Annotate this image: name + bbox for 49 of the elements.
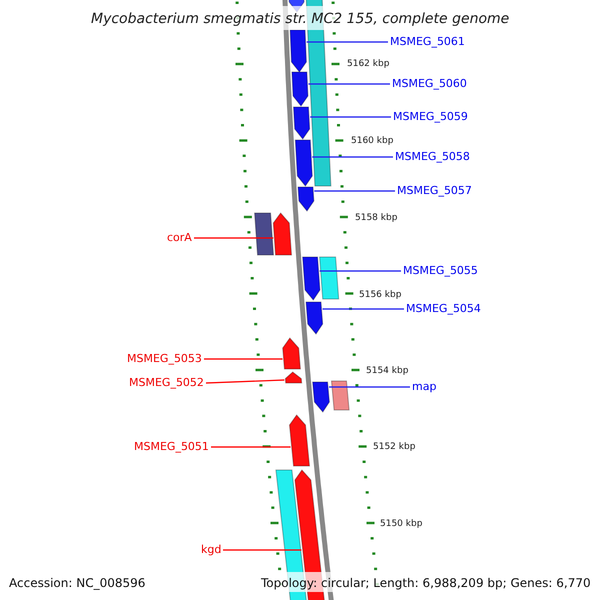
scale-label: 5156 kbp (359, 289, 402, 301)
gene-label: MSMEG_5052 (129, 377, 204, 389)
leader-line (306, 41, 388, 43)
coding-region-bar (254, 212, 274, 256)
leader-line (211, 446, 291, 448)
gene-label: MSMEG_5060 (392, 78, 467, 90)
gene-label: MSMEG_5057 (397, 185, 472, 197)
gene-label: corA (167, 232, 192, 244)
gene-label: MSMEG_5058 (395, 151, 470, 163)
scale-label: 5152 kbp (373, 441, 416, 453)
gene-feature (294, 140, 313, 187)
gene-feature (292, 106, 310, 140)
leader-line (322, 308, 404, 310)
scale-label: 5158 kbp (355, 212, 398, 224)
gene-label: MSMEG_5051 (134, 441, 209, 453)
gene-label: MSMEG_5059 (393, 111, 468, 123)
leader-line (308, 83, 390, 85)
leader-line (312, 156, 393, 158)
scale-label: 5162 kbp (347, 58, 390, 70)
gene-feature (291, 72, 308, 107)
gene-label: MSMEG_5061 (390, 36, 465, 48)
scale-label: 5150 kbp (380, 518, 422, 530)
accession-text: Accession: NC_008596 (9, 576, 146, 590)
leader-line (223, 549, 302, 551)
gene-label: MSMEG_5055 (403, 265, 478, 277)
gene-feature (302, 256, 321, 301)
gene-label: kgd (201, 544, 222, 556)
leader-line (204, 358, 283, 360)
scale-label: 5160 kbp (351, 135, 394, 147)
leader-line (314, 190, 395, 192)
coding-region-bar (330, 380, 350, 410)
gene-label: map (412, 381, 436, 393)
leader-line (320, 270, 401, 272)
genome-info-text: Topology: circular; Length: 6,988,209 bp; Genes: 6,770 (261, 576, 591, 590)
gene-feature (312, 382, 330, 413)
title: Mycobacterium smegmatis str. MC2 155, complete genome (91, 11, 510, 27)
scale-label: 5154 kbp (366, 365, 408, 377)
gene-label: MSMEG_5053 (127, 353, 202, 365)
gene-feature (288, 414, 310, 466)
gene-feature (272, 212, 292, 256)
gene-label: MSMEG_5054 (406, 303, 481, 315)
gene-feature (305, 302, 324, 335)
leader-line (329, 386, 410, 388)
coding-region-bar (319, 256, 340, 300)
gene-feature (297, 186, 314, 212)
leader-line (194, 237, 274, 239)
gene-feature (290, 30, 307, 73)
leader-line (206, 379, 284, 384)
leader-line (310, 116, 391, 118)
